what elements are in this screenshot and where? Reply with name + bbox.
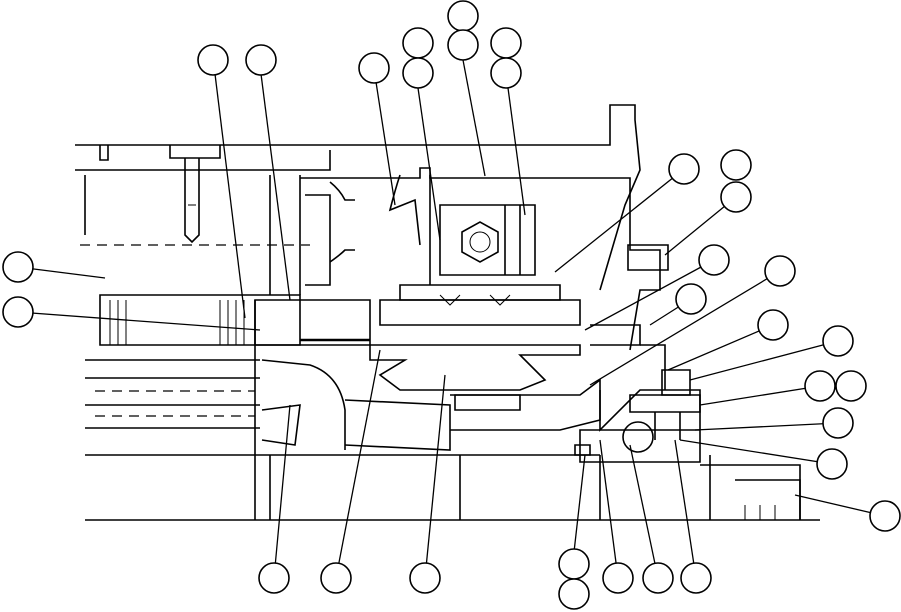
right-bolt bbox=[627, 244, 701, 440]
callout-balloon bbox=[358, 52, 390, 84]
callout-balloon bbox=[822, 407, 854, 439]
bearing bbox=[574, 389, 711, 520]
callout-balloon bbox=[447, 29, 479, 61]
callout-balloon bbox=[558, 578, 590, 610]
callout-balloon bbox=[720, 149, 752, 181]
outer-casing bbox=[590, 324, 801, 520]
callout-balloon bbox=[698, 244, 730, 276]
callout-balloon bbox=[675, 283, 707, 315]
callout-balloon bbox=[409, 562, 441, 594]
callout-balloon bbox=[2, 296, 34, 328]
callout-balloon bbox=[642, 562, 674, 594]
callout-balloon bbox=[320, 562, 352, 594]
callout-balloon bbox=[764, 255, 796, 287]
callout-balloon bbox=[402, 27, 434, 59]
upper-housing bbox=[75, 104, 661, 351]
rotor-disc bbox=[344, 284, 601, 451]
callout-balloon bbox=[558, 548, 590, 580]
lower-shaft bbox=[85, 359, 820, 521]
callout-balloon bbox=[757, 309, 789, 341]
callout-balloon bbox=[835, 370, 867, 402]
callout-balloon bbox=[490, 57, 522, 89]
callout-balloon bbox=[804, 370, 836, 402]
callout-balloon bbox=[2, 251, 34, 283]
leader-lines bbox=[17, 59, 886, 579]
callout-balloon bbox=[258, 562, 290, 594]
callout-balloon bbox=[402, 57, 434, 89]
callout-balloon bbox=[668, 153, 700, 185]
callout-balloon bbox=[720, 181, 752, 213]
callout-balloon bbox=[869, 500, 901, 532]
hub-sleeve bbox=[254, 299, 371, 520]
callout-balloon bbox=[447, 0, 479, 32]
callout-balloon bbox=[816, 448, 848, 480]
callout-balloon bbox=[245, 44, 277, 76]
callout-balloon bbox=[197, 44, 229, 76]
assembly-drawing bbox=[75, 104, 820, 521]
callout-balloon bbox=[602, 562, 634, 594]
callout-balloon bbox=[490, 27, 522, 59]
caliper-block bbox=[305, 174, 536, 286]
callout-balloon bbox=[680, 562, 712, 594]
callout-balloon bbox=[822, 325, 854, 357]
